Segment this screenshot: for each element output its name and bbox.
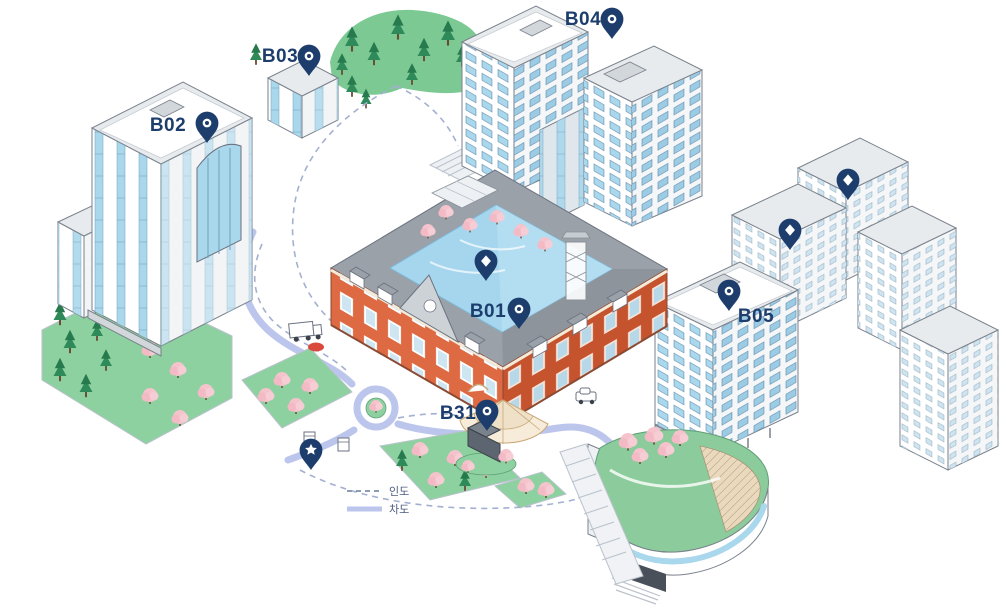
legend-sidewalk-label: 인도 xyxy=(389,485,409,498)
walkway-stairs xyxy=(559,443,644,585)
red-flower-bed xyxy=(308,342,324,352)
legend-road-label: 차도 xyxy=(389,503,409,516)
building-b03 xyxy=(266,59,340,139)
truck xyxy=(288,320,323,342)
roundabout xyxy=(353,385,399,431)
b31-monument xyxy=(455,420,517,476)
b02-label[interactable]: B02 xyxy=(150,115,186,136)
b01-label[interactable]: B01 xyxy=(470,301,506,322)
b03-label[interactable]: B03 xyxy=(262,46,298,67)
grass-area-center-left xyxy=(241,347,353,429)
building-cluster-right xyxy=(730,137,1000,471)
map-markers: B02 B03 B04 B01 B05 B31 xyxy=(150,7,860,470)
map-legend: 인도 차도 xyxy=(347,485,409,516)
trash-bins xyxy=(303,431,350,452)
grass-area-bottom-right xyxy=(493,471,567,509)
b05-label[interactable]: B05 xyxy=(738,306,774,327)
building-b01 xyxy=(330,169,668,444)
car xyxy=(575,387,597,405)
b04-label[interactable]: B04 xyxy=(565,9,601,30)
b31-label[interactable]: B31 xyxy=(440,403,476,424)
building-b02 xyxy=(56,81,254,357)
plaza-star-pin-icon[interactable] xyxy=(299,438,323,470)
b04-map-pin-icon[interactable] xyxy=(600,7,624,40)
hill-top xyxy=(249,9,497,110)
